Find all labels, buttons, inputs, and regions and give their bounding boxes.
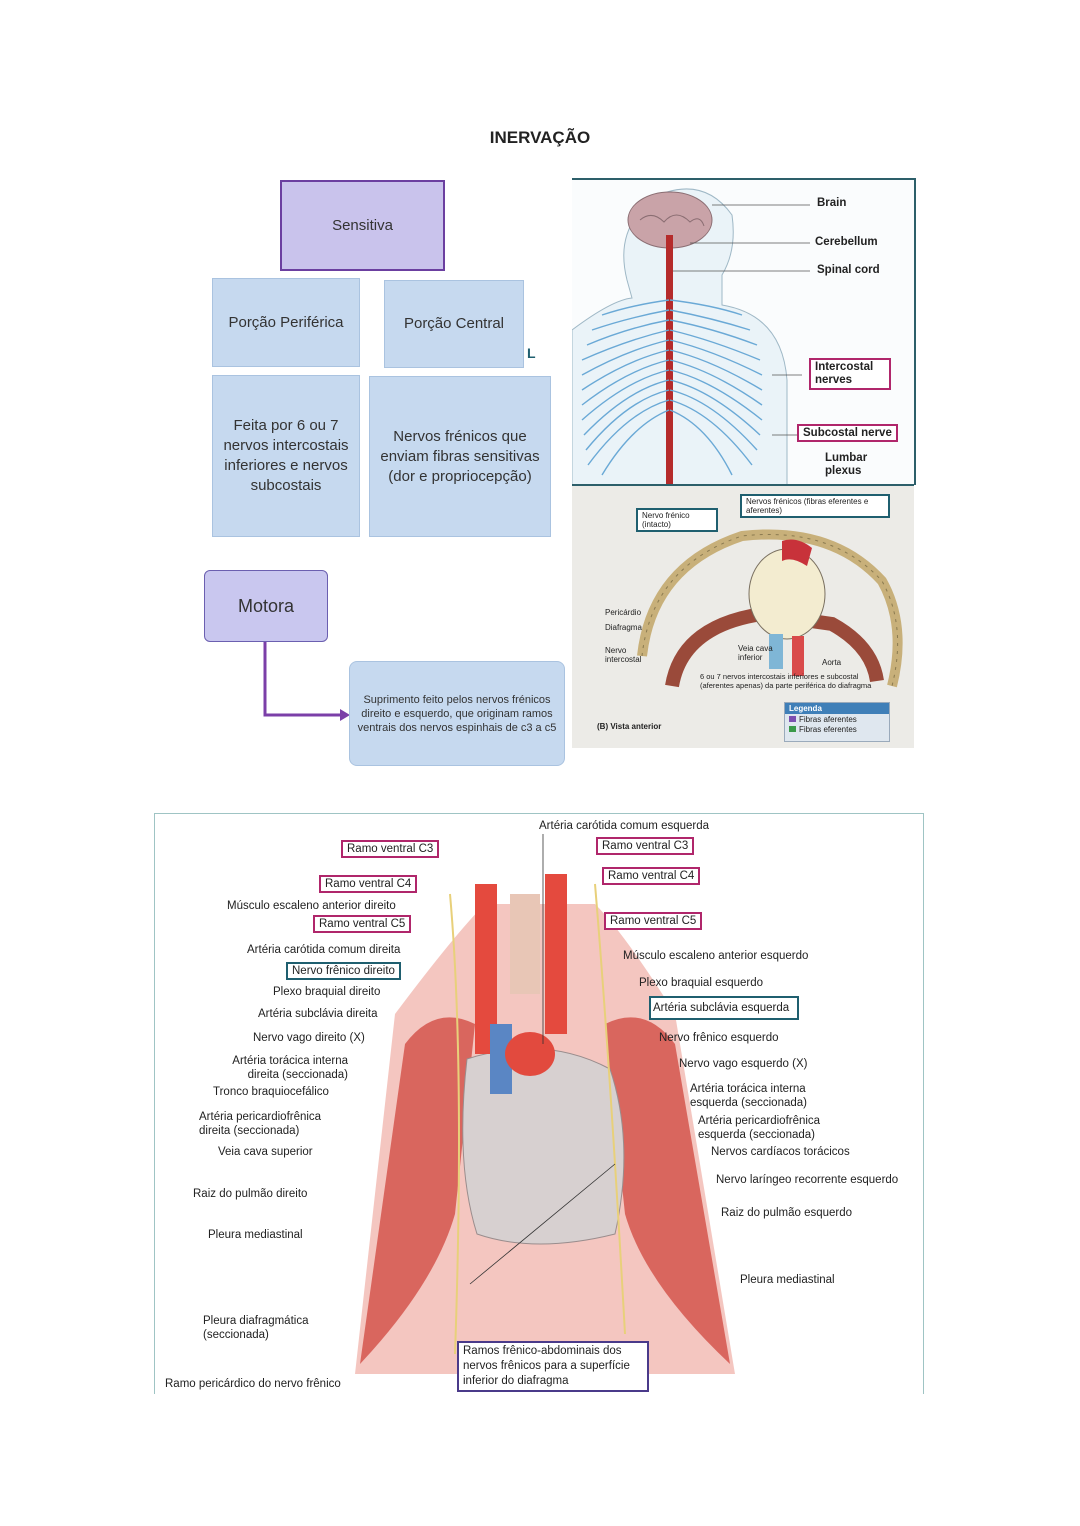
label-pericardio: Pericárdio — [605, 608, 642, 617]
label-arteria-carotida-esquerda: Artéria carótida comum esquerda — [539, 820, 710, 832]
legend-item: Fibras eferentes — [785, 725, 889, 734]
label-toracica-interna-direita: Artéria torácica interna direita (seccio… — [232, 1055, 348, 1081]
label-veia-cava-superior: Veia cava superior — [218, 1146, 313, 1158]
label-toracica-interna-esquerda: Artéria torácica interna esquerda (secci… — [690, 1083, 807, 1109]
label-right-ramo-c3: Ramo ventral C3 — [596, 837, 695, 855]
label-escaleno-direito: Músculo escaleno anterior direito — [227, 900, 396, 912]
legend-label: Fibras aferentes — [799, 715, 857, 724]
label-aorta: Aorta — [822, 658, 842, 667]
label-laringeo-recorrente: Nervo laríngeo recorrente esquerdo — [716, 1174, 899, 1186]
legend-item: Fibras aferentes — [785, 714, 889, 725]
label-frenico-esquerdo: Nervo frênico esquerdo — [659, 1032, 779, 1044]
label-nervo-frenico-direito: Nervo frênico direito — [286, 962, 401, 980]
label-pericardiofrenica-direita: Artéria pericardiofrênica direita (secci… — [199, 1111, 322, 1137]
label-intercostal-nerves: Intercostal nerves — [809, 358, 891, 390]
legend-title: Legenda — [785, 703, 889, 714]
label-pleura-diafragmatica: Pleura diafragmática (seccionada) — [203, 1315, 309, 1341]
nervous-system-illustration — [572, 188, 810, 485]
label-raiz-pulmao-esquerdo: Raiz do pulmão esquerdo — [721, 1207, 853, 1219]
diaphragm-illustration — [637, 529, 903, 688]
label-nervos-cardiacos: Nervos cardíacos torácicos — [711, 1146, 850, 1158]
label-left-ramo-c4: Ramo ventral C4 — [319, 875, 418, 893]
label-lumbar-plexus: Lumbar plexus — [825, 452, 868, 477]
label-pleura-mediastinal-direita: Pleura mediastinal — [208, 1229, 303, 1241]
label-vago-esquerdo: Nervo vago esquerdo (X) — [679, 1058, 808, 1070]
label-left-ramo-c5: Ramo ventral C5 — [313, 915, 412, 933]
label-plexo-braquial-esquerdo: Plexo braquial esquerdo — [639, 977, 764, 989]
label-raiz-pulmao-direito: Raiz do pulmão direito — [193, 1188, 308, 1200]
label-left-ramo-c3: Ramo ventral C3 — [341, 840, 440, 858]
label-vista-anterior: (B) Vista anterior — [597, 722, 662, 731]
label-pleura-mediastinal-esquerda: Pleura mediastinal — [740, 1274, 835, 1286]
label-right-ramo-c4: Ramo ventral C4 — [602, 867, 701, 885]
label-subcostal-nerve: Subcostal nerve — [797, 424, 898, 442]
legend-swatch — [789, 716, 796, 722]
label-intercostais-note: 6 ou 7 nervos intercostais inferiores e … — [700, 672, 872, 690]
suprimento-box: Suprimento feito pelos nervos frénicos d… — [349, 661, 565, 766]
legend-swatch — [789, 726, 796, 732]
label-pericardiofrenica-esquerda: Artéria pericardiofrênica esquerda (secc… — [698, 1115, 821, 1141]
label-ramo-pericardico: Ramo pericárdico do nervo frênico — [165, 1378, 341, 1390]
legend: Legenda Fibras aferentes Fibras eferente… — [784, 702, 890, 742]
stray-mark: L — [527, 345, 536, 361]
motora-arrow — [263, 642, 350, 721]
label-ramos-frenico-abdominais: Ramos frênico-abdominais dos nervos frên… — [457, 1341, 649, 1392]
page-title: INERVAÇÃO — [489, 128, 591, 147]
label-vago-direito: Nervo vago direito (X) — [253, 1032, 365, 1044]
label-nervos-frenicos: Nervos frénicos (fibras eferentes e afer… — [740, 494, 890, 518]
label-diafragma: Diafragma — [605, 623, 642, 632]
label-cerebellum: Cerebellum — [815, 236, 878, 248]
label-tronco-braquiocefalico: Tronco braquiocefálico — [213, 1086, 329, 1098]
motora-box: Motora — [204, 570, 328, 642]
legend-label: Fibras eferentes — [799, 725, 857, 734]
label-subclavia-esquerda: Artéria subclávia esquerda — [649, 996, 800, 1020]
nervous-system-figure: Brain Cerebellum Spinal cord Intercostal… — [572, 178, 916, 485]
label-nervo-intercostal: Nervo intercostal — [605, 646, 642, 664]
label-escaleno-esquerdo: Músculo escaleno anterior esquerdo — [623, 950, 809, 962]
label-nervo-frenico: Nervo frénico (intacto) — [636, 508, 718, 532]
label-plexo-braquial-direito: Plexo braquial direito — [273, 986, 381, 998]
label-carotida-direita: Artéria carótida comum direita — [247, 944, 401, 956]
label-veia-cava: Veia cava inferior — [738, 644, 773, 662]
thorax-illustration — [355, 834, 735, 1374]
porcao-periferica-box: Porção Periférica — [212, 278, 360, 367]
central-desc-box: Nervos frénicos que enviam fibras sensit… — [369, 376, 551, 537]
porcao-central-box: Porção Central — [384, 280, 524, 368]
sensitiva-box: Sensitiva — [280, 180, 445, 271]
thorax-figure: Artéria carótida comum esquerda Ramo ven… — [154, 813, 924, 1394]
label-subclavia-direita: Artéria subclávia direita — [258, 1008, 378, 1020]
diaphragm-figure: Nervo frénico (intacto) Nervos frénicos … — [572, 484, 914, 748]
label-brain: Brain — [817, 197, 847, 209]
label-spinal-cord: Spinal cord — [817, 264, 880, 276]
label-right-ramo-c5: Ramo ventral C5 — [604, 912, 703, 930]
periferica-desc-box: Feita por 6 ou 7 nervos intercostais inf… — [212, 375, 360, 537]
